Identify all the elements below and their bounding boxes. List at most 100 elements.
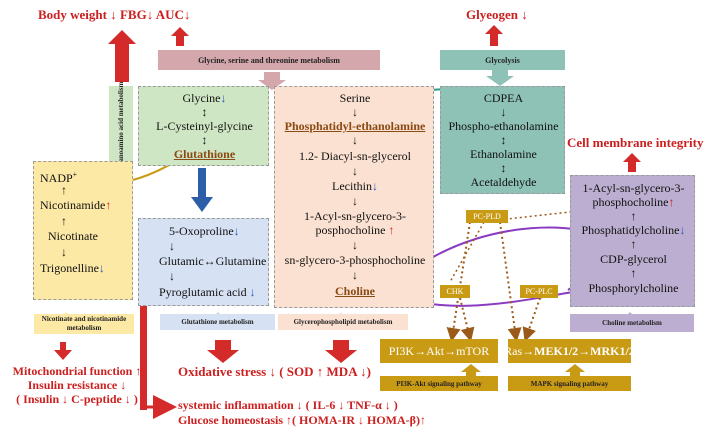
red-down-arrow-oxidative — [207, 340, 239, 363]
updown-arrow-4: ↕ — [500, 161, 507, 175]
up-arrow-c1: ↑ — [630, 209, 637, 223]
pyroglutamic-label: Pyroglutamic acid — [159, 285, 247, 299]
dotted-arrow-pcpld-pi3k — [446, 221, 471, 342]
down-arrow-n3: ↓ — [61, 245, 67, 259]
glycolysis-bar: Glycolysis — [440, 50, 565, 70]
pi3k-pathway-box: PI3K→Akt→mTOR — [380, 339, 498, 363]
cyanoamino-label: Cyanoamino acid metabolism — [117, 81, 125, 171]
glutathione-label: Glutathione — [173, 147, 236, 161]
mek-label: MEK1/2→MRK1/2 — [534, 343, 635, 358]
nicotinate-box: NADP+ ↑ Nicotinamide↑ ↑ Nicotinate ↓ Tri… — [33, 161, 133, 300]
mitochondrial-block: Mitochondrial function ↑ Insulin resista… — [4, 364, 150, 406]
gold-up-arrow-pi3k — [461, 364, 481, 376]
down-arrow-c: ↓ — [352, 164, 358, 178]
glycerophospholipid-bar: Glycerophospholipid metabolism — [278, 314, 408, 330]
red-down-arrow-glycero — [325, 340, 357, 363]
nadp-label: NADP — [40, 171, 73, 185]
updown-arrow-3: ↕ — [500, 133, 507, 147]
up-arrow-c3: ↑ — [630, 266, 637, 280]
oxoproline-label: 5-Oxoproline — [169, 224, 234, 238]
down-arrow-d: ↓ — [352, 194, 358, 208]
cysteinyl-label: L-Cysteinyl-glycine — [156, 119, 253, 133]
mito-line-1: Mitochondrial function ↑ — [12, 364, 142, 378]
trigonelline-down-arrow: ↓ — [98, 261, 105, 275]
pc-row: Phosphatidylcholine↓ — [571, 223, 696, 237]
oxoproline-box: 5-Oxoproline↓ ↓ Glutamic↔Glutamine ↓ Pyr… — [138, 218, 269, 306]
lecithin-row: Lecithin↓ — [275, 179, 435, 193]
glycerophospholipid-box: Serine ↓ Phosphatidyl-ethanolamine ↓ 1.2… — [274, 86, 434, 308]
red-down-arrow-mitochondrial — [54, 342, 72, 360]
mito-line-3: ( Insulin ↓ C-peptide ↓ ) — [16, 392, 138, 406]
down-arrow-o2: ↓ — [169, 269, 175, 283]
glycine-label: Glycine — [182, 91, 221, 105]
acyl2-label: posphocholine — [315, 223, 386, 237]
nicotinamide-row: Nicotinamide↑ — [40, 198, 111, 212]
up-arrow-c2: ↑ — [630, 237, 637, 251]
glucose-homeostasis-text: Glucose homeostasis ↑( HOMA-IR ↓ HOMA-β)… — [178, 413, 426, 427]
body-weight-text: Body weight ↓ FBG↓ AUC↓ — [38, 7, 191, 22]
down-arrow-o1: ↓ — [169, 239, 175, 253]
acyl-up-arrow: ↑ — [388, 223, 395, 237]
glycolysis-box: CDPEA ↓ Phospho-ethanolamine ↕ Ethanolam… — [440, 86, 565, 194]
up-arrow-n1: ↑ — [61, 183, 67, 197]
ethanolamine-label: Ethanolamine — [470, 147, 537, 161]
lecithin-down-arrow: ↓ — [371, 179, 378, 193]
red-up-arrow-glycogen — [485, 25, 503, 46]
red-up-arrow-body-weight — [108, 30, 136, 82]
mapk-pathway-box: Ras→MEK1/2→MRK1/2 — [504, 339, 635, 363]
red-up-arrow-cell-membrane — [623, 153, 641, 172]
nadp-superscript: + — [72, 170, 78, 179]
pe-label: Phosphatidyl-ethanolamine — [284, 119, 426, 133]
down-arrow-b: ↓ — [352, 133, 358, 147]
down-arrow-a: ↓ — [352, 105, 358, 119]
glycine-down-arrow: ↓ — [220, 91, 227, 105]
chk-tag: CHK — [440, 285, 470, 298]
diacyl-label: 1.2- Diacyl-sn-glycerol — [299, 149, 411, 163]
dotted-line-pcpld-chk — [449, 221, 485, 283]
dotted-arrow-pcplc-mapk — [522, 297, 541, 342]
blue-down-arrow — [191, 168, 213, 212]
down-arrow-f: ↓ — [352, 268, 358, 282]
gold-up-arrow-mapk — [565, 364, 585, 376]
choline-bar: Choline metabolism — [570, 314, 694, 332]
choline-box: 1-Acyl-sn-glycero-3- phosphocholine↑ ↑ P… — [570, 175, 695, 307]
cdpea-label: CDPEA — [483, 91, 524, 105]
sn-label: sn-glycero-3-phosphocholine — [284, 253, 426, 267]
glutathione-bar: Glutathione metabolism — [160, 314, 275, 330]
nadp-row: NADP+ — [40, 168, 77, 185]
nicotinate-label: Nicotinate — [48, 229, 98, 243]
glycogen-text: Glyeogen ↓ — [466, 7, 528, 22]
pc-label: Phosphatidylcholine — [581, 223, 680, 237]
glycine-serine-bar: Glycine, serine and threonine metabolism — [158, 50, 380, 70]
oxoproline-row: 5-Oxoproline↓ — [169, 224, 240, 238]
dotted-arrow-chk-pi3k — [459, 297, 475, 342]
pyroglutamic-row: Pyroglutamic acid ↓ — [159, 285, 256, 299]
updown-arrow-1: ↕ — [201, 105, 208, 119]
pyroglutamic-down-arrow: ↓ — [249, 285, 256, 299]
dotted-arrow-pcpld-mapk — [499, 221, 522, 342]
trigonelline-row: Trigonelline↓ — [40, 261, 105, 275]
red-inflammation-bar — [140, 250, 177, 419]
phospho-label: Phospho-ethanolamine — [448, 119, 559, 133]
pc-plc-tag: PC-PLC — [520, 285, 558, 298]
mito-line-2: Insulin resistance ↓ — [27, 378, 127, 392]
nicotinate-bar: Nicotinate and nicotinamide metabolism — [34, 314, 134, 334]
trigonelline-label: Trigonelline — [40, 261, 99, 275]
red-up-arrow-fbg — [171, 27, 189, 46]
glycine-row: Glycine↓ — [139, 91, 270, 105]
down-arrow-e: ↓ — [352, 238, 358, 252]
nicotinamide-label: Nicotinamide — [40, 198, 106, 212]
down-arrow-g: ↓ — [500, 105, 507, 119]
ras-prefix: Ras→ — [504, 343, 535, 358]
phosphorylcholine-label: Phosphorylcholine — [588, 281, 679, 295]
serine-label: Serine — [339, 91, 371, 105]
oxoproline-down-arrow: ↓ — [233, 224, 240, 238]
cdp-label: CDP-glycerol — [600, 252, 667, 266]
teal-down-arrow-glycolysis-bar — [486, 70, 514, 86]
mapk-pathway-label: MAPK signaling pathway — [508, 376, 631, 391]
choline-acyl2-row: phosphocholine↑ — [571, 195, 696, 209]
cell-membrane-text: Cell membrane integrity ↑ — [567, 135, 708, 150]
cyanoamino-bar: Cyanoamino acid metabolism — [109, 82, 133, 170]
systemic-inflammation-text: systemic inflammation ↓ ( IL-6 ↓ TNF-α ↓… — [178, 398, 398, 412]
lecithin-label: Lecithin — [332, 179, 372, 193]
